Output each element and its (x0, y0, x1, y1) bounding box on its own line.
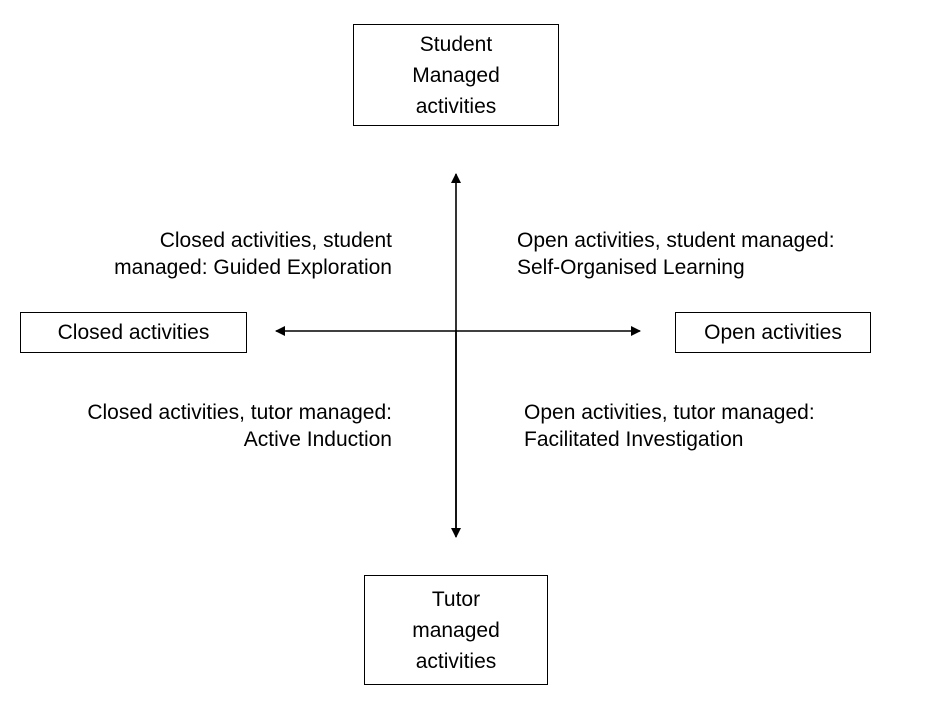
quadrant-text-line: Closed activities, student (159, 229, 392, 252)
quadrant-top-left-text: Closed activities, student managed: Guid… (114, 227, 392, 281)
quadrant-bottom-left-text: Closed activities, tutor managed: Active… (87, 399, 392, 453)
quadrant-text-line: Active Induction (243, 428, 392, 451)
quadrant-text-line: Facilitated Investigation (524, 428, 744, 451)
box-text-line: Managed (412, 63, 500, 87)
quadrant-text-line: Closed activities, tutor managed: (87, 401, 392, 424)
tutor-managed-box: Tutor managed activities (364, 575, 548, 685)
open-activities-box: Open activities (675, 312, 871, 353)
quadrant-text-line: Open activities, student managed: (517, 229, 835, 252)
quadrant-text-line: Self-Organised Learning (517, 256, 745, 279)
quadrant-top-right-text: Open activities, student managed: Self-O… (517, 227, 835, 281)
quadrant-text-line: Open activities, tutor managed: (524, 401, 815, 424)
box-text-line: Tutor (431, 587, 481, 611)
box-label: Open activities (704, 321, 842, 344)
box-text-line: managed (412, 618, 500, 642)
quadrant-bottom-right-text: Open activities, tutor managed: Facilita… (524, 399, 815, 453)
closed-activities-box: Closed activities (20, 312, 247, 353)
quadrant-text-line: managed: Guided Exploration (114, 256, 392, 279)
box-text-line: activities (415, 94, 497, 118)
box-text-line: Student (419, 32, 493, 56)
box-label: Closed activities (57, 321, 210, 344)
box-text-line: activities (415, 649, 497, 673)
student-managed-box: Student Managed activities (353, 24, 559, 126)
